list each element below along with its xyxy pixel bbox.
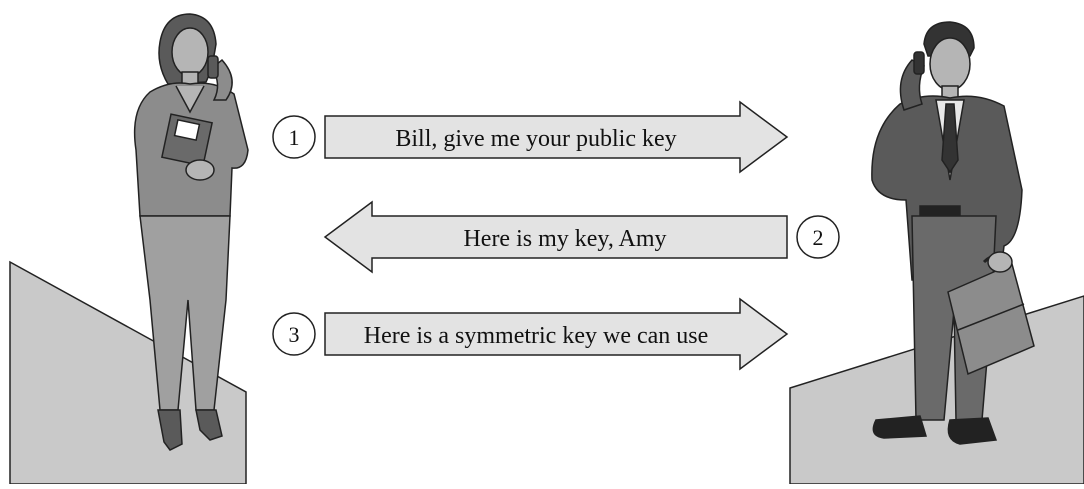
message-text-2: Here is my key, Amy xyxy=(463,226,666,252)
step-badge-3 xyxy=(272,312,316,356)
message-3: 3 Here is a symmetric key we can use xyxy=(272,297,789,371)
arrow-right-3 xyxy=(324,297,789,371)
message-2: Here is my key, Amy 2 xyxy=(323,200,840,274)
step-label-3: 3 xyxy=(289,322,300,347)
step-label-1: 1 xyxy=(289,125,300,150)
man-with-briefcase-icon xyxy=(871,21,1035,445)
message-1: 1 Bill, give me your public key xyxy=(272,100,789,174)
step-badge-2 xyxy=(796,215,840,259)
message-text-3: Here is a symmetric key we can use xyxy=(364,323,709,349)
step-badge-1 xyxy=(272,115,316,159)
step-label-2: 2 xyxy=(813,225,824,250)
arrow-left-2 xyxy=(323,200,788,274)
woman-on-phone-icon xyxy=(133,13,249,451)
arrow-right-1 xyxy=(324,100,789,174)
message-text-1: Bill, give me your public key xyxy=(395,126,676,152)
